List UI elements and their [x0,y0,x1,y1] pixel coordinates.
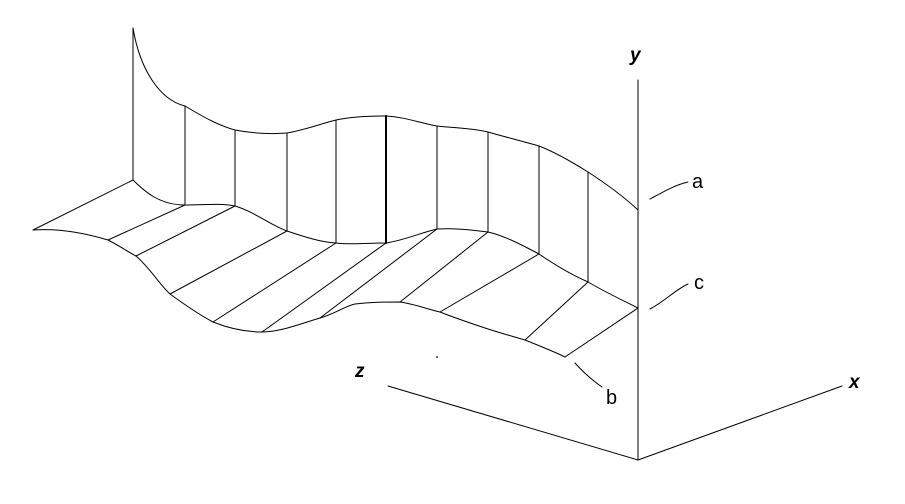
y-axis-label: y [629,45,642,66]
floor-rib [212,242,337,323]
stray-dot [436,356,438,358]
x-axis-label: x [848,372,861,393]
point-a-label: a [692,171,704,193]
floor-rib [524,281,589,341]
leader-b [574,362,603,388]
floor-rib [261,242,387,333]
floor-right-edge [564,307,639,358]
floor-ribs [107,204,589,341]
wall-ribs [184,105,639,309]
leader-a [649,181,689,200]
floor-rib [399,231,489,303]
z-axis-label: z [354,361,365,382]
floor-rib [319,228,438,319]
leader-c [649,283,689,310]
wall-top-curve [132,27,639,211]
floor-left-edge [32,179,134,231]
floor-rib [135,205,236,257]
z-axis [387,385,639,461]
floor-rib [169,230,288,295]
label-leaders [574,181,689,388]
floor-rib [439,253,540,313]
floor-front-curve [32,229,566,358]
point-c-label: c [694,272,704,294]
point-b-label: b [606,387,617,409]
floor-rib [107,204,186,241]
x-axis [637,385,843,461]
